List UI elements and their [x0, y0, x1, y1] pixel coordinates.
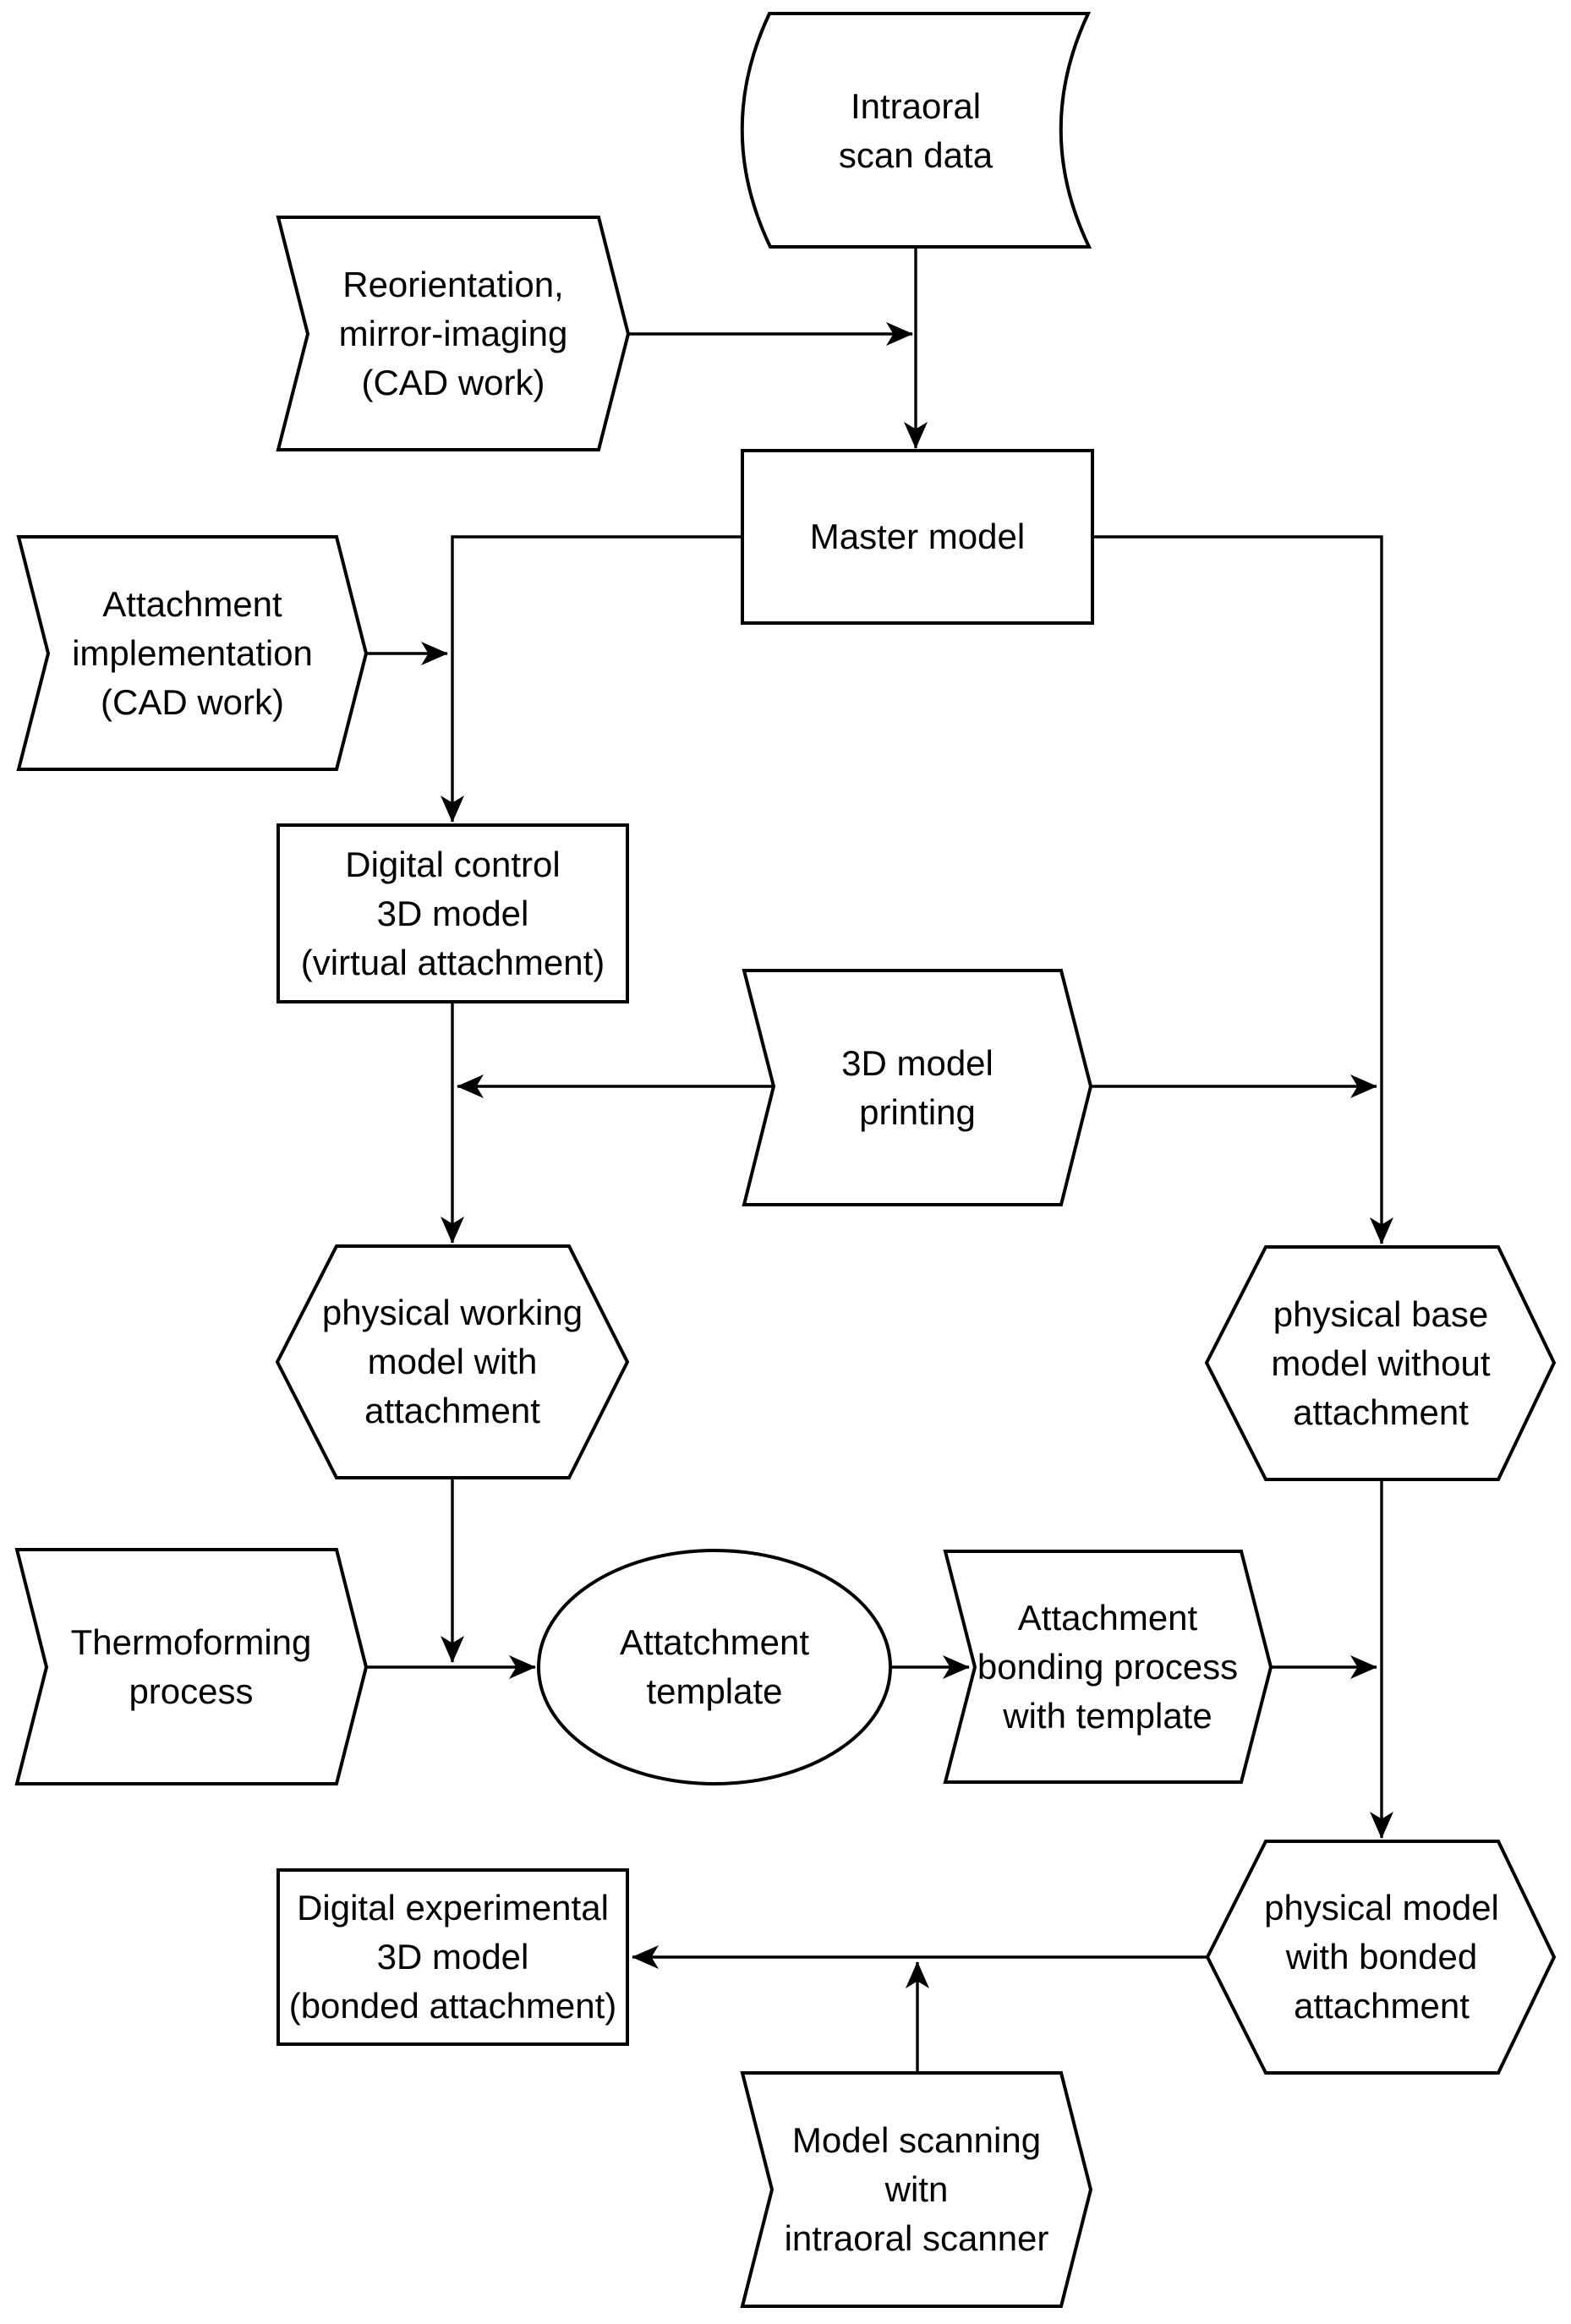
node-shapes: [14, 12, 1557, 2308]
master-model-shape: [741, 449, 1094, 625]
attachment-bonding-chevron-shape: [943, 1550, 1273, 1784]
3d-model-printing-chevron-shape: [742, 969, 1093, 1206]
thermoforming-process-chevron-shape: [14, 1548, 369, 1785]
connectors: [366, 247, 1393, 2073]
physical-working-model-hexagon-shape: [275, 1244, 630, 1479]
intraoral-scan-data-shape: [740, 12, 1092, 249]
reorientation-chevron-shape: [276, 216, 631, 451]
model-scanning-chevron-shape: [740, 2071, 1093, 2308]
connector-master-to-digital-control: [441, 535, 742, 823]
digital-experimental-3d-model-shape: [276, 1868, 629, 2046]
attachment-implementation-chevron-shape: [16, 535, 369, 771]
physical-bonded-model-hexagon-shape: [1205, 1840, 1557, 2075]
physical-base-model-hexagon-shape: [1204, 1245, 1557, 1481]
connector-master-to-base-model: [1092, 535, 1393, 1244]
attachment-template-ellipse-shape: [537, 1549, 892, 1785]
digital-control-3d-model-shape: [276, 823, 629, 1003]
